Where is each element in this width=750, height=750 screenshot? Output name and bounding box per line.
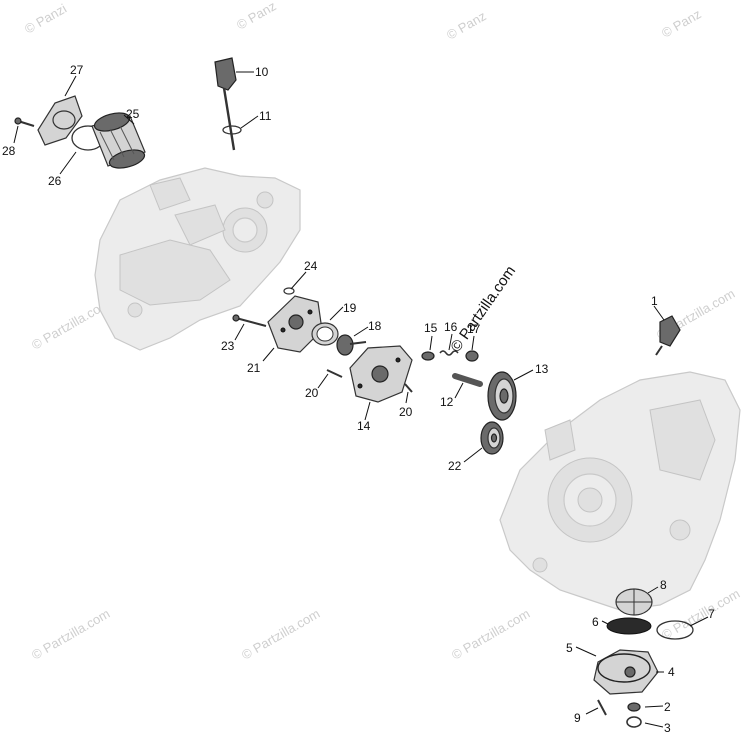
drive-gears	[452, 371, 517, 455]
watermark-bottom-2: © Partzilla.com	[239, 606, 322, 663]
drain-plug-2	[627, 702, 641, 712]
small-drive-gear	[480, 421, 504, 455]
large-drive-gear	[487, 371, 517, 421]
relief-piston	[421, 351, 435, 361]
small-o-ring	[283, 287, 295, 295]
watermark-bottom-3: © Partzilla.com	[449, 606, 532, 663]
callout-3: 3	[664, 721, 671, 735]
strainer-screen-8	[615, 588, 653, 616]
crankcase-right	[499, 371, 741, 611]
pump-cover-bolt	[235, 317, 267, 327]
callout-10: 10	[255, 65, 269, 79]
relief-spring	[439, 350, 459, 356]
gear-shaft	[452, 373, 483, 387]
callout-22: 22	[448, 459, 462, 473]
dowel-pin-left	[326, 369, 343, 378]
cover-screw-9	[597, 699, 607, 716]
callout-13: 13	[535, 362, 549, 376]
callout-23: 23	[221, 339, 235, 353]
callout-11: 11	[259, 109, 272, 123]
inner-rotor-gear	[336, 334, 367, 356]
callout-8: 8	[660, 578, 667, 592]
strainer-gasket-6	[606, 617, 652, 635]
dipstick-handle	[214, 57, 237, 91]
callout-27: 27	[70, 63, 84, 77]
watermark-center: © Partzilla.com	[447, 263, 519, 356]
watermark-top-2: © Panz	[234, 0, 279, 33]
cover-seal-5	[597, 653, 651, 683]
filter-cover-boss	[52, 110, 76, 130]
watermark-bottom-1: © Partzilla.com	[29, 606, 112, 663]
dowel-pin-right	[404, 383, 413, 393]
callout-labels: 1 2 3 4 5 6 7 8 9 10 11 12 13 14 15 16 1…	[2, 63, 715, 735]
callout-24: 24	[304, 259, 318, 273]
relief-valve-parts	[421, 350, 479, 362]
callout-26: 26	[48, 174, 62, 188]
oil-strainer-assembly	[593, 588, 694, 728]
dipstick-rod	[222, 87, 236, 151]
callout-19: 19	[343, 301, 357, 315]
crankcase-left	[94, 167, 301, 351]
oil-filter-assembly	[14, 95, 146, 169]
drain-washer-3	[626, 716, 642, 728]
callout-5: 5	[566, 641, 573, 655]
callout-21: 21	[247, 361, 261, 375]
callout-16: 16	[444, 320, 458, 334]
dipstick-assembly	[214, 57, 242, 151]
callout-15: 15	[424, 321, 438, 335]
relief-plug	[465, 350, 479, 362]
callout-4: 4	[668, 665, 675, 679]
callout-12: 12	[440, 395, 454, 409]
callout-14: 14	[357, 419, 371, 433]
strainer-cover-4	[593, 649, 659, 695]
oil-pump-body	[326, 345, 413, 403]
watermark-top-1: © Panzi	[22, 1, 69, 37]
callout-1: 1	[651, 294, 658, 308]
outer-rotor	[311, 322, 339, 346]
callout-2: 2	[664, 700, 671, 714]
callout-leaders	[13, 71, 709, 728]
callout-20-right: 20	[399, 405, 413, 419]
o-ring-7	[656, 620, 694, 640]
dipstick-o-ring	[222, 125, 242, 135]
callout-6: 6	[592, 615, 599, 629]
callout-25: 25	[126, 107, 140, 121]
callout-28: 28	[2, 144, 16, 158]
callout-20-left: 20	[305, 386, 319, 400]
callout-9: 9	[574, 711, 581, 725]
oil-filter-element	[91, 112, 146, 169]
breather-fitting	[655, 315, 681, 356]
callout-7: 7	[708, 607, 715, 621]
watermark-top-3: © Panz	[444, 8, 489, 42]
callout-17: 17	[467, 322, 481, 336]
watermark-top-4: © Panz	[659, 6, 704, 40]
callout-18: 18	[368, 319, 382, 333]
oil-pump-cover-assembly	[232, 287, 339, 353]
